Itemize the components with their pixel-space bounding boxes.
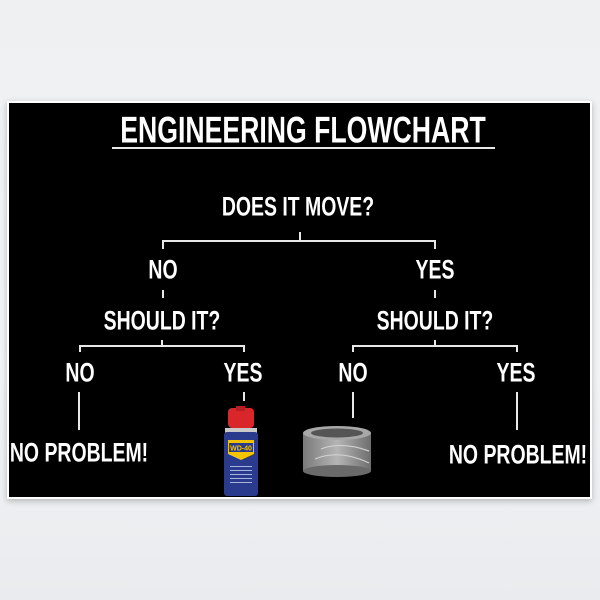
title-underline	[112, 147, 495, 149]
left-result-no-problem: NO PROBLEM!	[9, 437, 149, 468]
wd40-can-icon: WD-40	[224, 406, 258, 496]
right-question: SHOULD IT?	[376, 305, 494, 336]
left-yes-label: YES	[223, 357, 263, 388]
connector	[434, 340, 436, 346]
connector	[299, 232, 301, 241]
right-result-no-problem: NO PROBLEM!	[448, 439, 588, 470]
connector	[78, 392, 80, 430]
branch-no-label: NO	[148, 254, 178, 285]
right-yes-label: YES	[496, 357, 536, 388]
connector	[79, 345, 245, 347]
root-question: DOES IT MOVE?	[221, 191, 375, 222]
connector	[79, 345, 81, 352]
flowchart-title: ENGINEERING FLOWCHART	[120, 109, 486, 151]
connector	[516, 392, 518, 430]
duct-tape-icon	[303, 426, 371, 477]
connector	[243, 345, 245, 352]
connector	[434, 240, 436, 249]
connector	[243, 392, 245, 401]
connector	[162, 240, 164, 249]
connector	[352, 345, 518, 347]
connector	[162, 290, 164, 298]
wd40-label: WD-40	[230, 446, 252, 453]
connector	[516, 345, 518, 352]
connector	[352, 392, 354, 418]
branch-yes-label: YES	[415, 254, 455, 285]
flowchart-board: ENGINEERING FLOWCHART DOES IT MOVE? NO Y…	[9, 103, 590, 497]
right-no-label: NO	[338, 357, 368, 388]
connector	[162, 240, 436, 242]
left-question: SHOULD IT?	[103, 305, 221, 336]
connector	[352, 345, 354, 352]
connector	[161, 340, 163, 346]
connector	[434, 290, 436, 298]
left-no-label: NO	[65, 357, 95, 388]
